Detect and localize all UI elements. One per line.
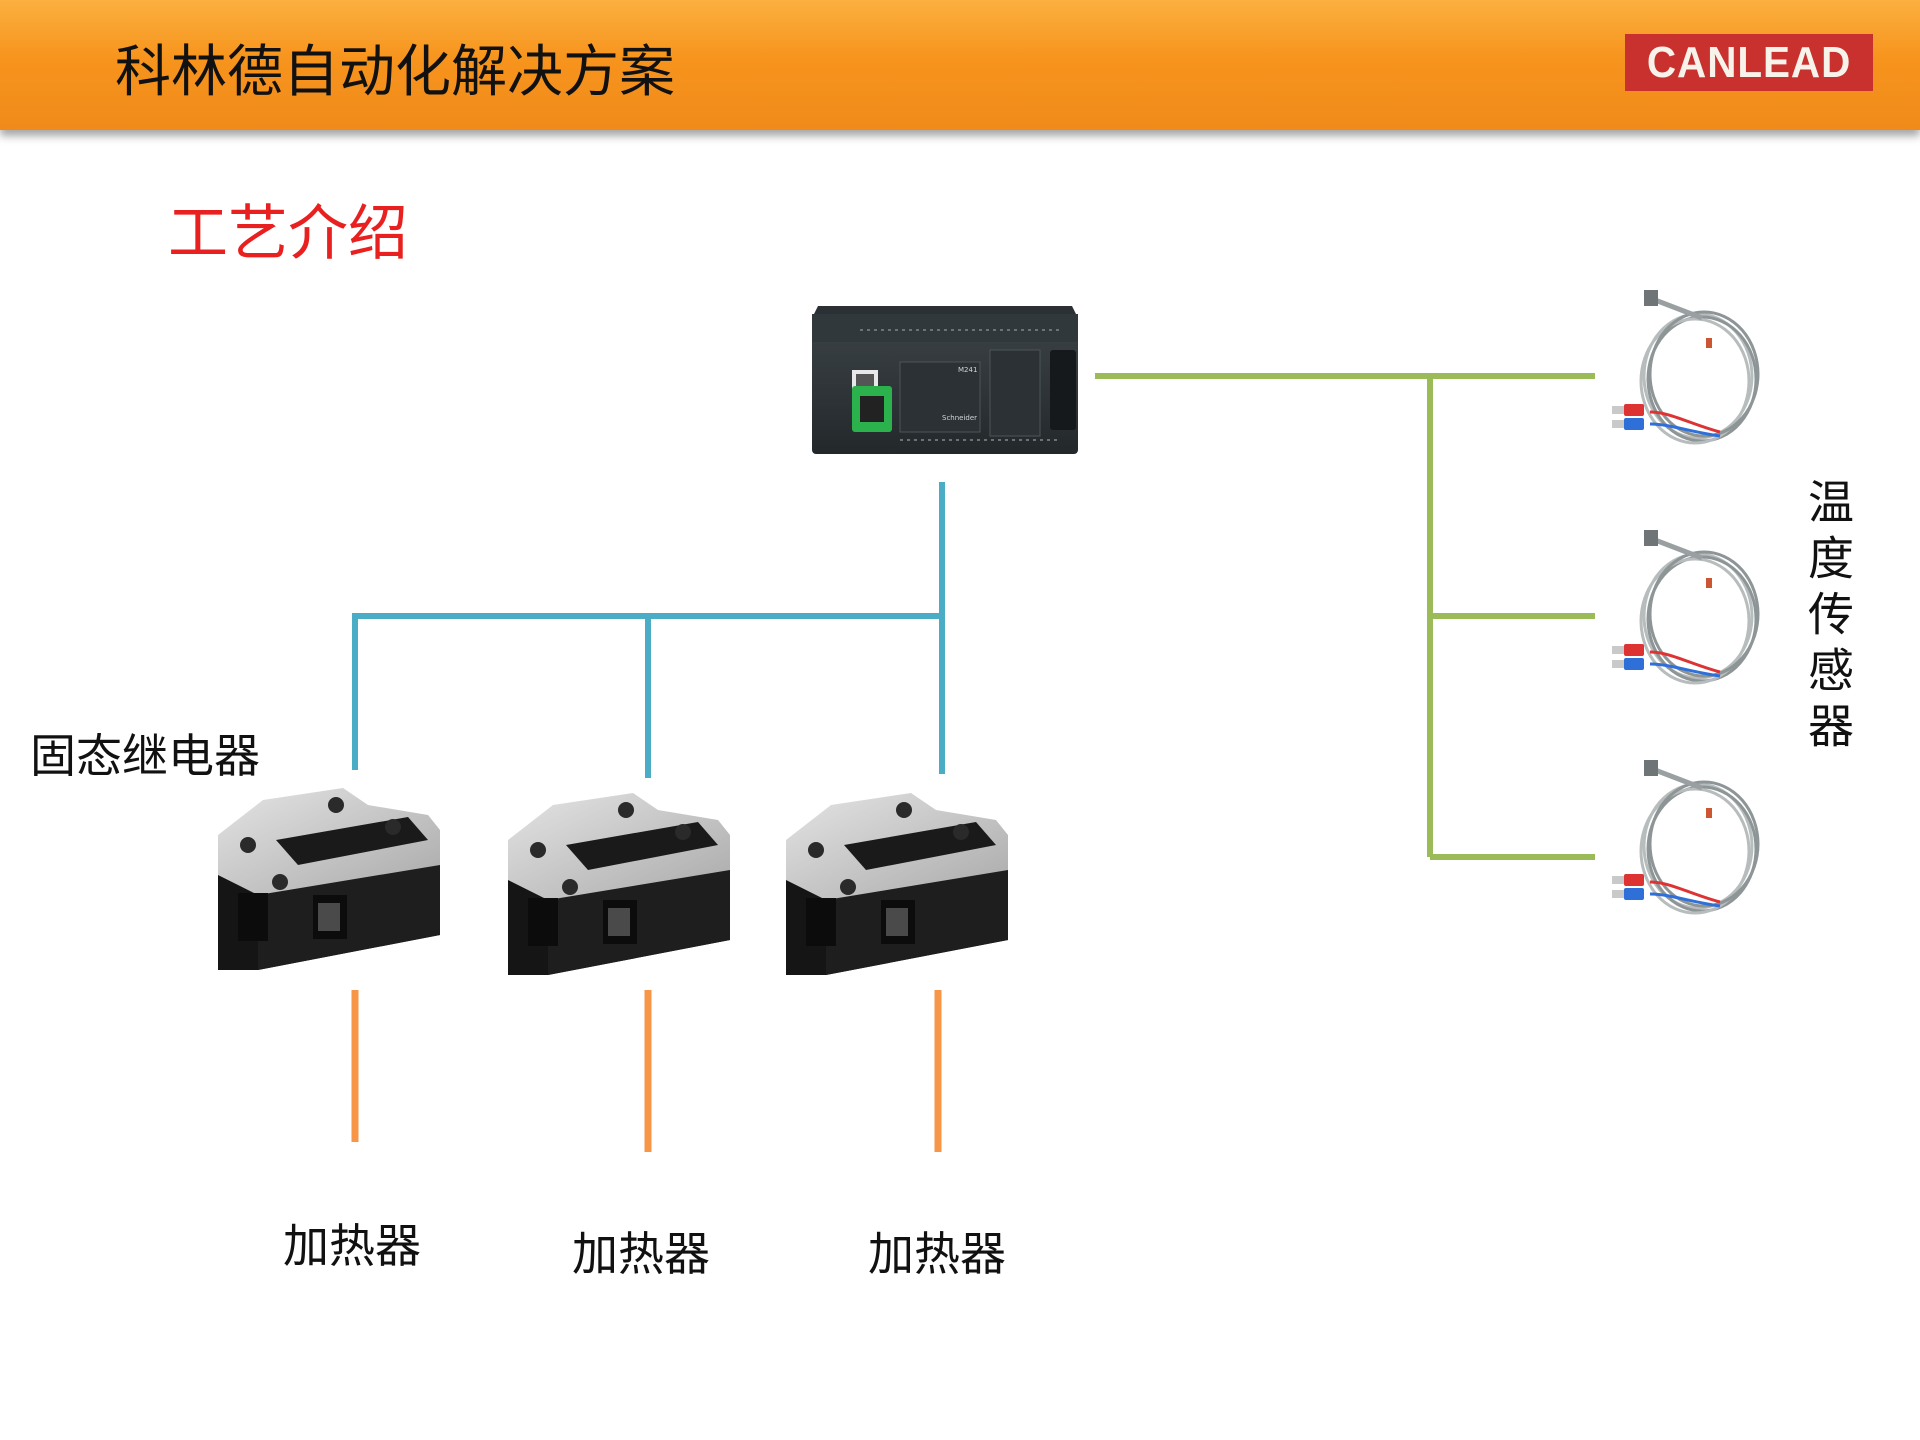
section-title: 工艺介绍 — [168, 199, 408, 269]
plc-model: M241 — [958, 366, 977, 374]
temperature-sensor-1 — [1612, 290, 1760, 445]
logo-text: CANLEAD — [1646, 37, 1852, 87]
plc-brand: Schneider — [942, 414, 977, 422]
header-title: 科林德自动化解决方案 — [115, 40, 675, 105]
heater-label-2: 加热器 — [572, 1227, 710, 1281]
heater-label-1: 加热器 — [283, 1219, 421, 1273]
heater-label-3: 加热器 — [868, 1227, 1006, 1281]
plc-to-relay-lines — [352, 482, 945, 778]
relay-to-heater-lines — [351, 990, 942, 1152]
plc-to-sensor-lines — [1095, 373, 1595, 860]
sensor-group — [1612, 290, 1760, 915]
canlead-logo: CANLEAD — [1625, 34, 1873, 91]
relay-group — [218, 788, 1008, 975]
solid-state-relay-1 — [218, 788, 440, 970]
header-bar: 科林德自动化解决方案 CANLEAD — [0, 0, 1920, 130]
solid-state-relay-3 — [786, 793, 1008, 975]
solid-state-relay-2 — [508, 793, 730, 975]
temperature-sensor-2 — [1612, 530, 1760, 685]
sensor-label: 温度传感器 — [1801, 478, 1855, 758]
temperature-sensor-3 — [1612, 760, 1760, 915]
relay-label: 固态继电器 — [30, 729, 260, 783]
plc-controller: M241 Schneider — [812, 306, 1078, 454]
